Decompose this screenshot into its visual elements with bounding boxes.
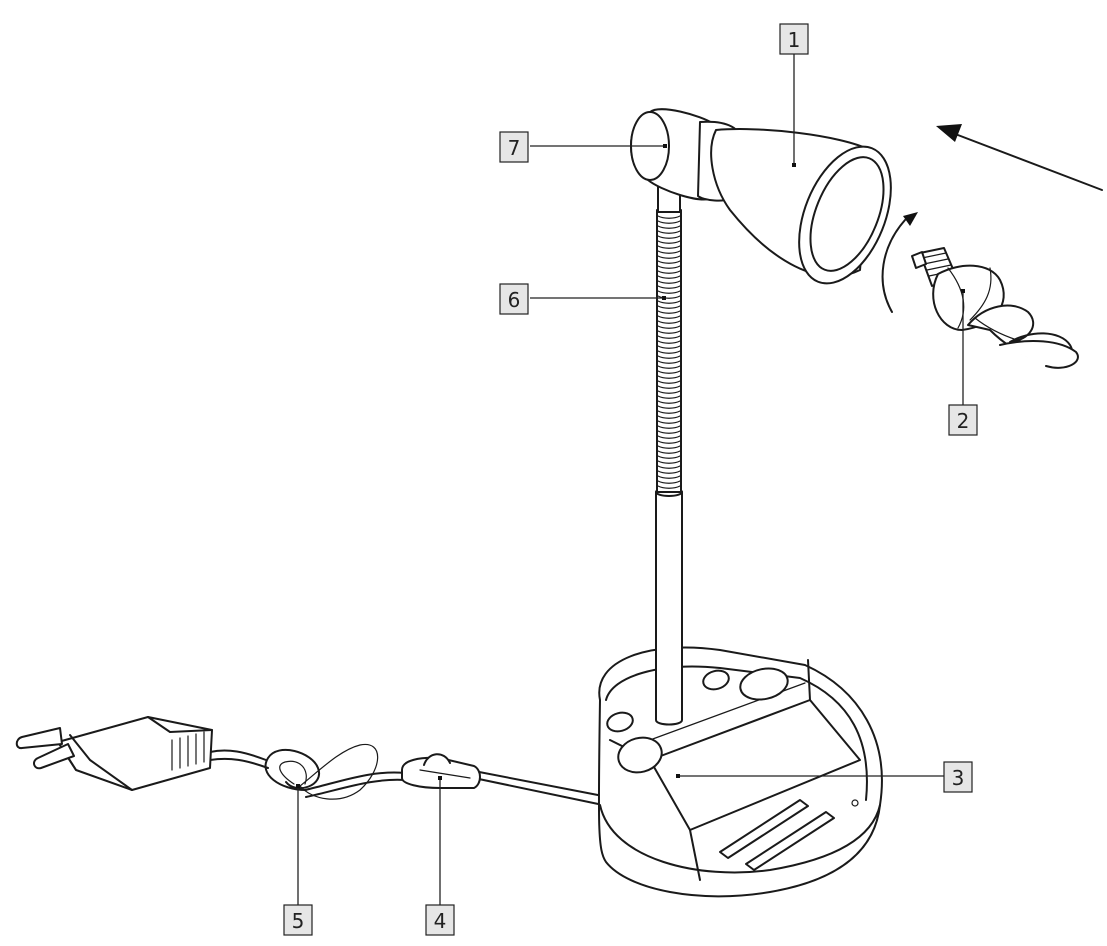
gooseneck-ring [657,375,681,379]
gooseneck-ring [657,475,681,479]
gooseneck-ring [657,430,681,434]
gooseneck-ring [657,305,681,309]
gooseneck-ring [657,385,681,389]
callout-1: 1 [779,23,809,55]
callout-5-text: 5 [292,909,305,933]
gooseneck-ring [657,460,681,464]
lamp-pole [655,487,683,726]
cord-switch [401,753,481,789]
gooseneck-ring [657,340,681,344]
gooseneck-ring [657,365,681,369]
gooseneck-ring [657,370,681,374]
gooseneck-ring [657,315,681,319]
gooseneck-ring [657,320,681,324]
callout-6: 6 [499,283,529,315]
gooseneck-ring [657,270,681,274]
gooseneck-ring [657,400,681,404]
leader-lines [296,54,965,905]
gooseneck-ring [657,465,681,469]
organizer-base [597,646,883,898]
gooseneck-ring [657,360,681,364]
gooseneck-ring [657,435,681,439]
callout-4: 4 [425,904,455,936]
rotation-indicator [881,212,918,313]
callout-2: 2 [948,404,978,436]
gooseneck-ring [657,440,681,444]
callout-3: 3 [943,761,973,793]
gooseneck-ring [657,380,681,384]
power-plug [15,716,213,791]
gooseneck-ring [657,255,681,259]
spiral-bulb [911,247,1079,369]
callout-4-text: 4 [434,909,447,933]
gooseneck-ring [657,420,681,424]
lamp-head [630,108,892,285]
gooseneck-ring [657,405,681,409]
power-cord [209,743,604,806]
callout-3-text: 3 [952,766,965,790]
gooseneck-ring [657,410,681,414]
gooseneck-ring [657,325,681,329]
gooseneck-ring [657,250,681,254]
gooseneck-ring [657,220,681,224]
gooseneck-ring [657,415,681,419]
flexible-arm [656,209,682,493]
gooseneck-ring [657,280,681,284]
gooseneck-ring [657,235,681,239]
gooseneck-ring [657,285,681,289]
insert-arrow [936,124,1103,191]
gooseneck-ring [657,425,681,429]
gooseneck-ring [657,290,681,294]
gooseneck-ring [657,260,681,264]
callout-2-text: 2 [957,409,970,433]
gooseneck-ring [657,390,681,394]
gooseneck-ring [657,215,681,219]
gooseneck-ring [657,395,681,399]
gooseneck-ring [657,350,681,354]
gooseneck-ring [657,445,681,449]
gooseneck-ring [657,330,681,334]
gooseneck-ring [657,240,681,244]
gooseneck-ring [657,480,681,484]
callout-7: 7 [499,131,529,163]
gooseneck-ring [657,485,681,489]
gooseneck-ring [657,310,681,314]
gooseneck-ring [657,300,681,304]
callout-6-text: 6 [508,288,521,312]
gooseneck-ring [657,450,681,454]
callout-7-text: 7 [508,136,521,160]
gooseneck-ring [657,355,681,359]
gooseneck-ring [657,265,681,269]
callout-1-text: 1 [788,28,801,52]
gooseneck-ring [657,275,681,279]
gooseneck-ring [657,295,681,299]
gooseneck-ring [657,455,681,459]
gooseneck-ring [657,470,681,474]
gooseneck-ring [657,245,681,249]
callout-5: 5 [283,904,313,936]
gooseneck-ring [657,345,681,349]
gooseneck-ring [657,335,681,339]
gooseneck-ring [657,225,681,229]
gooseneck-rings [657,215,681,489]
gooseneck-ring [657,230,681,234]
